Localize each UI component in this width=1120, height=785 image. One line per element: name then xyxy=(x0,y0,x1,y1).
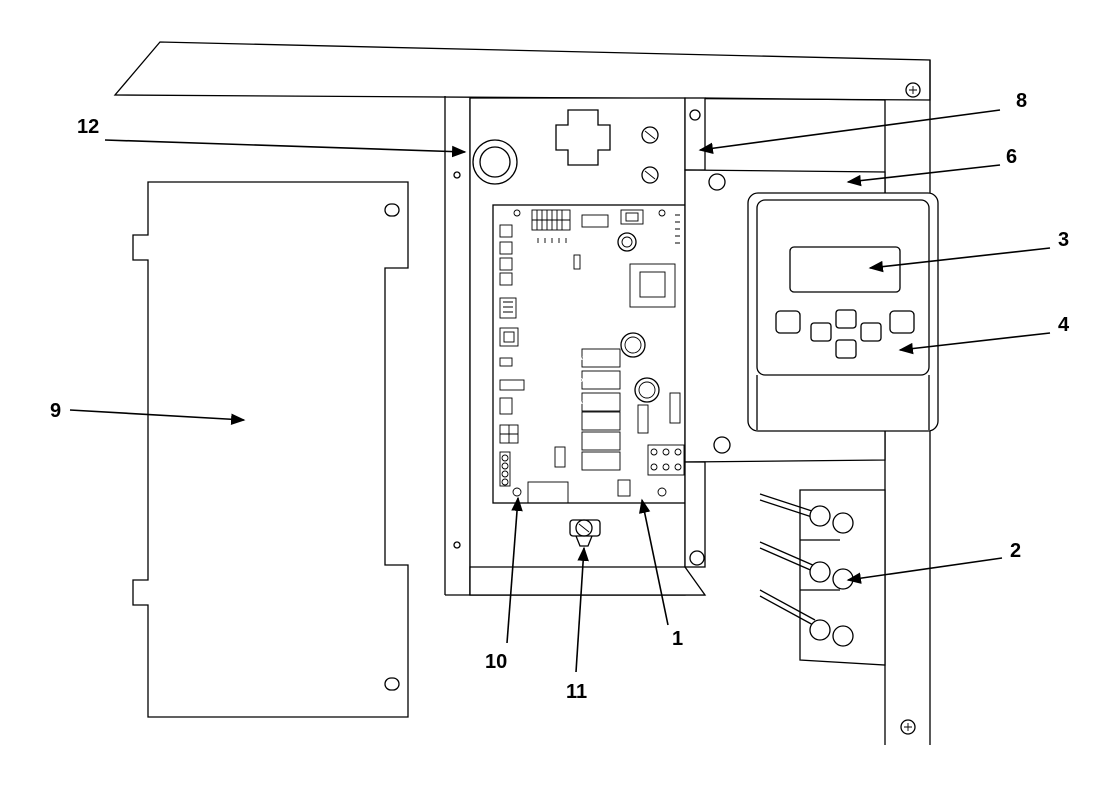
callout-8: 8 xyxy=(1016,90,1027,112)
relay-label-pump: PUMP xyxy=(595,417,610,423)
lcd-screen xyxy=(789,246,901,293)
grommet xyxy=(472,139,518,185)
keypad-button xyxy=(835,339,857,359)
keypad-button xyxy=(775,310,801,334)
cover-panel xyxy=(132,181,409,718)
keypad-button xyxy=(835,309,857,329)
relay-label-harvest-valve-2: HARVEST VALVE 2 xyxy=(571,354,617,360)
leader-1 xyxy=(638,498,669,626)
leader-11 xyxy=(575,546,589,673)
panel-screws xyxy=(641,109,701,184)
leader-9 xyxy=(69,409,246,426)
leader-12 xyxy=(104,139,467,158)
callout-11: 11 xyxy=(566,681,587,703)
callout-1: 1 xyxy=(672,628,683,650)
relay-label-harvest-valve-1: HARVEST VALVE 1 xyxy=(571,398,617,404)
callout-3: 3 xyxy=(1058,229,1069,251)
callout-12: 12 xyxy=(77,116,99,138)
leader-10 xyxy=(506,496,523,644)
leader-3 xyxy=(868,247,1051,273)
toggle-switch xyxy=(759,493,854,534)
keypad-button xyxy=(810,322,832,342)
keypad-button xyxy=(860,322,882,342)
callout-4: 4 xyxy=(1058,314,1070,336)
leader-8 xyxy=(698,109,1001,154)
relay-label-water: WATER xyxy=(594,437,612,443)
control-board: HARVEST VALVE 2 COMP CONTROL HARVEST VAL… xyxy=(492,204,686,504)
wire-clamp xyxy=(569,519,601,547)
callout-9: 9 xyxy=(50,400,61,422)
callout-2: 2 xyxy=(1010,540,1021,562)
cross-knockout xyxy=(555,109,611,166)
leader-lines xyxy=(69,109,1051,673)
leader-2 xyxy=(846,557,1003,584)
relay-label-comp-control: COMP CONTROL xyxy=(576,376,617,382)
leader-4 xyxy=(898,332,1051,355)
callout-10: 10 xyxy=(485,651,507,673)
switch-bracket xyxy=(759,489,886,666)
callout-6: 6 xyxy=(1006,146,1017,168)
keypad-button xyxy=(889,310,915,334)
control-display xyxy=(747,192,939,432)
leader-6 xyxy=(846,164,1001,187)
toggle-switch xyxy=(759,589,854,647)
relay-label-dump: DUMP xyxy=(596,457,611,463)
